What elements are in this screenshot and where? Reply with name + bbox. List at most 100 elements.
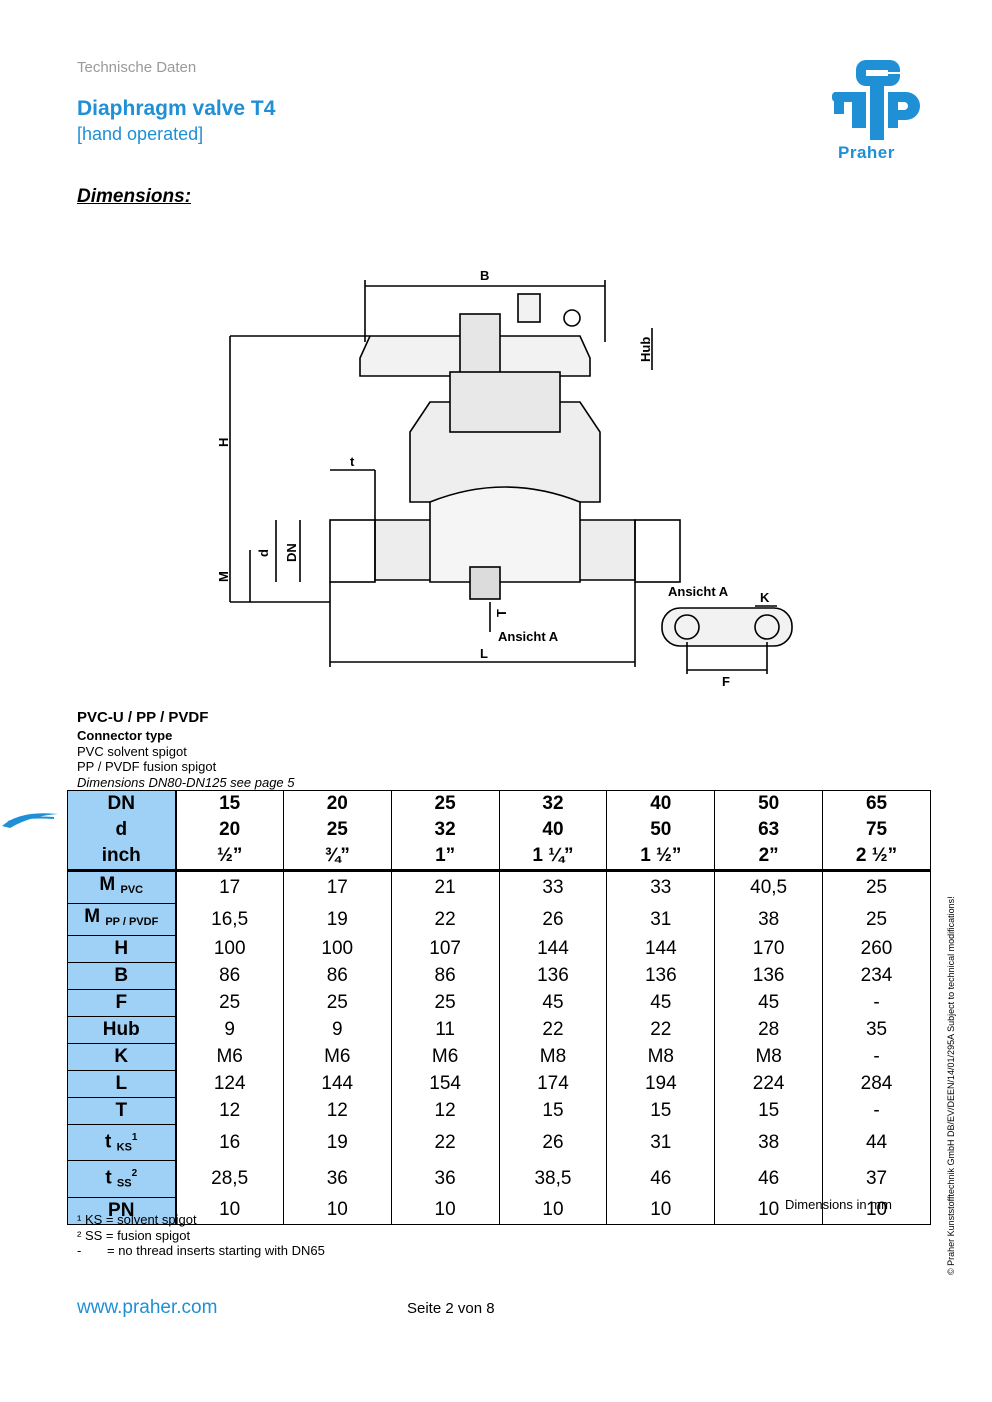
row-label-sup: 1 xyxy=(131,1132,138,1143)
row-label: Hub xyxy=(67,1016,177,1044)
table-cell: 32 xyxy=(390,817,500,843)
table-cell: 16 xyxy=(175,1124,284,1161)
table-cell: 37 xyxy=(822,1160,931,1198)
website-link[interactable]: www.praher.com xyxy=(77,1297,218,1318)
footnote-2: ² SS = fusion spigot xyxy=(77,1228,191,1243)
table-cell: 45 xyxy=(498,989,608,1017)
praher-logo-icon xyxy=(832,60,920,140)
table-cell: 12 xyxy=(390,1097,500,1125)
table-cell: M8 xyxy=(714,1043,824,1071)
table-cell: 22 xyxy=(390,903,500,936)
row-label: inch xyxy=(67,843,177,872)
table-cell: M8 xyxy=(498,1043,608,1071)
label-B: B xyxy=(480,268,489,283)
label-M: M xyxy=(216,571,231,582)
table-cell: M8 xyxy=(606,1043,716,1071)
table-header-row: d 20 25 32 40 50 63 75 xyxy=(67,817,931,843)
table-cell: 144 xyxy=(282,1070,392,1098)
footnote-1: ¹ KS = solvent spigot xyxy=(77,1212,197,1227)
label-DN: DN xyxy=(284,543,299,562)
row-label-main: t xyxy=(105,1131,112,1153)
brand-swoosh-icon xyxy=(2,813,58,828)
table-cell: 25 xyxy=(822,903,931,936)
table-cell: 15 xyxy=(175,790,284,817)
table-cell: 38 xyxy=(714,903,824,936)
row-label-main: K xyxy=(114,1046,129,1067)
row-label-main: M xyxy=(99,874,116,895)
unit-note: Dimensions in mm xyxy=(785,1197,892,1212)
table-cell: 17 xyxy=(282,870,392,904)
page-number: Seite 2 von 8 xyxy=(407,1300,495,1317)
table-cell: 1” xyxy=(390,843,500,872)
table-cell: 136 xyxy=(606,962,716,990)
table-cell: 10 xyxy=(606,1197,716,1225)
table-cell: 15 xyxy=(714,1097,824,1125)
row-label-main: H xyxy=(114,938,129,959)
row-label-main: T xyxy=(115,1100,128,1121)
table-cell: M6 xyxy=(390,1043,500,1071)
table-cell: 25 xyxy=(175,989,284,1017)
label-T: T xyxy=(494,609,509,617)
row-label: t KS1 xyxy=(67,1123,177,1162)
document-title: Diaphragm valve T4 xyxy=(77,97,276,120)
table-cell: 17 xyxy=(175,870,284,904)
row-label-main: M xyxy=(84,906,101,927)
row-label: M PP / PVDF xyxy=(67,903,177,936)
table-cell: 22 xyxy=(390,1124,500,1161)
table-cell: 10 xyxy=(714,1197,824,1225)
section-title-dimensions: Dimensions: xyxy=(77,186,192,207)
dimensions-table: DN 15 20 25 32 40 50 65 d 20 25 32 40 50… xyxy=(67,790,931,1225)
table-cell: 86 xyxy=(175,962,284,990)
table-cell: - xyxy=(822,1043,931,1071)
table-cell: 136 xyxy=(714,962,824,990)
table-cell: 33 xyxy=(498,870,608,904)
table-cell: ½” xyxy=(175,843,284,872)
row-label: PN xyxy=(67,1196,177,1225)
row-label-main: PN xyxy=(108,1199,135,1221)
label-view-a: Ansicht A xyxy=(498,629,559,644)
table-cell: 35 xyxy=(822,1016,931,1044)
table-cell: 1 ¼” xyxy=(498,843,608,872)
table-cell: 100 xyxy=(282,935,392,963)
row-label-main: B xyxy=(114,965,129,986)
row-label-main: F xyxy=(115,992,128,1013)
connector-heading: Connector type xyxy=(77,728,173,743)
copyright-notice: © Praher Kunststofftechnik GmbH DB/EV/DE… xyxy=(946,896,956,1275)
table-cell: 46 xyxy=(714,1160,824,1198)
table-cell: 224 xyxy=(714,1070,824,1098)
table-cell: 86 xyxy=(390,962,500,990)
table-cell: 38,5 xyxy=(498,1160,608,1198)
table-cell: 10 xyxy=(390,1197,500,1225)
table-cell: 86 xyxy=(282,962,392,990)
table-header-row: inch ½” ¾” 1” 1 ¼” 1 ½” 2” 2 ½” xyxy=(67,843,931,872)
logo-wordmark: Praher xyxy=(838,143,895,162)
table-cell: 32 xyxy=(498,790,608,817)
table-cell: 25 xyxy=(282,989,392,1017)
table-cell: 9 xyxy=(175,1016,284,1044)
table-cell: 100 xyxy=(175,935,284,963)
row-label: L xyxy=(67,1070,177,1098)
row-label-main: Hub xyxy=(102,1019,140,1040)
table-cell: 2” xyxy=(714,843,824,872)
row-label: DN xyxy=(67,790,177,817)
label-d: d xyxy=(256,549,271,557)
table-cell: 144 xyxy=(606,935,716,963)
table-cell: 10 xyxy=(282,1197,392,1225)
table-cell: 16,5 xyxy=(175,903,284,936)
table-cell: 36 xyxy=(390,1160,500,1198)
document-subtitle: [hand operated] xyxy=(77,124,204,144)
row-label-sup: 2 xyxy=(131,1168,138,1180)
label-t: t xyxy=(350,454,355,469)
row-label-sub: KS xyxy=(116,1141,132,1154)
row-label: F xyxy=(67,989,177,1017)
row-label: K xyxy=(67,1043,177,1071)
row-label-sub: PP / PVDF xyxy=(105,916,159,928)
table-cell: 28,5 xyxy=(175,1160,284,1198)
table-cell: 174 xyxy=(498,1070,608,1098)
